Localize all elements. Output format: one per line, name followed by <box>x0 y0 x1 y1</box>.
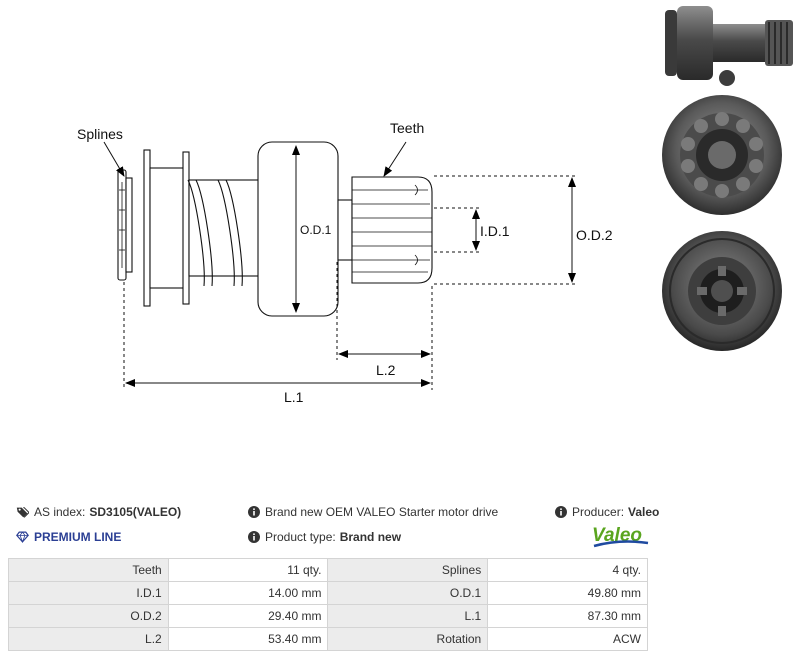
product-type-value: Brand new <box>339 530 402 544</box>
as-index-value: SD3105(VALEO) <box>89 505 182 519</box>
product-type-label: Product type: <box>265 530 336 544</box>
technical-drawing: Splines Teeth O.D.1 I.D.1 O.D.2 L.2 L.1 <box>77 120 613 405</box>
photo-front-view <box>662 95 782 215</box>
spec-value: 11 qty. <box>167 558 329 582</box>
table-row: O.D.2 29.40 mm L.1 87.30 mm <box>8 604 648 628</box>
diamond-icon <box>16 531 29 544</box>
label-od1: O.D.1 <box>300 223 332 237</box>
label-teeth: Teeth <box>390 120 424 136</box>
spring-coil-1 <box>187 179 205 287</box>
spline-ring <box>125 177 133 273</box>
spring-shaft <box>188 179 260 277</box>
spec-value: 4 qty. <box>487 558 648 582</box>
spec-label: Teeth <box>8 558 169 582</box>
photo-side-view <box>665 6 793 86</box>
teeth-leader <box>383 141 407 177</box>
specs-table: Teeth 11 qty. Splines 4 qty. I.D.1 14.00… <box>8 558 648 651</box>
splines-leader <box>103 141 125 177</box>
flange-left <box>143 149 151 307</box>
spec-value: 49.80 mm <box>487 581 648 605</box>
valeo-logo: Valeo <box>592 525 649 548</box>
spec-value: ACW <box>487 627 648 651</box>
spec-label: L.1 <box>327 604 489 628</box>
spec-label: I.D.1 <box>8 581 169 605</box>
info-icon <box>248 506 260 518</box>
info-icon <box>248 531 260 543</box>
label-splines: Splines <box>77 126 123 142</box>
spring-coil-2 <box>217 179 235 287</box>
spec-label: Rotation <box>327 627 489 651</box>
producer: Producer: Valeo <box>555 505 659 519</box>
spec-label: Splines <box>327 558 489 582</box>
flange-right <box>182 151 190 305</box>
neck <box>337 199 353 261</box>
tags-icon <box>16 506 30 519</box>
spec-value: 14.00 mm <box>167 581 329 605</box>
as-index: AS index: SD3105(VALEO) <box>16 505 181 519</box>
spec-value: 87.30 mm <box>487 604 648 628</box>
product-type: Product type: Brand new <box>248 530 401 544</box>
info-icon <box>555 506 567 518</box>
spec-label: O.D.2 <box>8 604 169 628</box>
label-l2: L.2 <box>376 362 396 378</box>
clutch-housing <box>149 167 185 289</box>
pinion <box>351 176 433 284</box>
premium-line-badge: PREMIUM LINE <box>16 530 121 544</box>
photo-back-view <box>662 231 782 351</box>
label-id1: I.D.1 <box>480 223 510 239</box>
table-row: Teeth 11 qty. Splines 4 qty. <box>8 558 648 582</box>
label-l1: L.1 <box>284 389 304 405</box>
description: Brand new OEM VALEO Starter motor drive <box>248 505 498 519</box>
spec-label: O.D.1 <box>327 581 489 605</box>
as-index-label: AS index: <box>34 505 86 519</box>
description-text: Brand new OEM VALEO Starter motor drive <box>265 505 499 519</box>
spec-value: 29.40 mm <box>167 604 329 628</box>
label-od2: O.D.2 <box>576 227 613 243</box>
producer-label: Producer: <box>572 505 625 519</box>
premium-line-text: PREMIUM LINE <box>34 530 122 544</box>
table-row: L.2 53.40 mm Rotation ACW <box>8 627 648 651</box>
producer-value: Valeo <box>628 505 660 519</box>
table-row: I.D.1 14.00 mm O.D.1 49.80 mm <box>8 581 648 605</box>
spec-value: 53.40 mm <box>167 627 329 651</box>
spec-label: L.2 <box>8 627 169 651</box>
